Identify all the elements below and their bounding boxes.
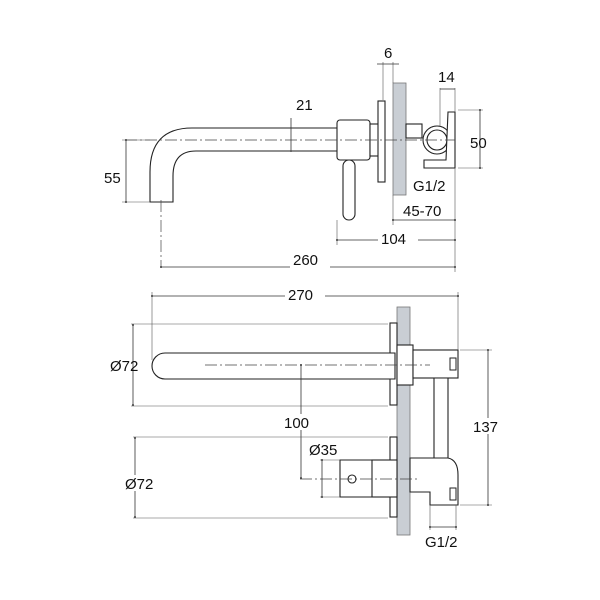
dim-bottom-thread: G1/2 <box>425 534 458 551</box>
spout <box>149 127 341 203</box>
dim-plate-thickness: 6 <box>384 45 392 62</box>
dim-total-length: 270 <box>288 287 313 304</box>
spout <box>151 352 396 380</box>
dim-body-projection: 104 <box>381 231 406 248</box>
upper-outlet <box>449 357 457 371</box>
dim-valve-span: 137 <box>473 419 498 436</box>
wall-section <box>392 82 407 196</box>
dim-handle-diameter: Ø35 <box>309 442 337 459</box>
dim-valve-height: 50 <box>470 135 487 152</box>
dim-side-thread: G1/2 <box>413 178 446 195</box>
dim-lower-plate-diameter: Ø72 <box>125 476 153 493</box>
top-view: 270 Ø72 100 Ø35 Ø72 137 G1/2 <box>110 285 504 551</box>
dim-wall-depth: 45-70 <box>403 203 441 220</box>
handle-base <box>371 459 398 498</box>
wall-section <box>396 306 411 536</box>
lever-handle <box>342 159 356 221</box>
dim-upper-plate-diameter: Ø72 <box>110 358 138 375</box>
dim-center-distance: 100 <box>284 415 309 432</box>
handle <box>339 459 376 498</box>
dim-total-projection: 260 <box>293 252 318 269</box>
riser-pipe <box>433 377 449 469</box>
escutcheon-plate <box>377 100 386 183</box>
lower-inlet <box>449 487 457 501</box>
dim-spout-height: 55 <box>104 170 121 187</box>
side-view: 6 14 50 21 55 G1/2 45-70 104 260 <box>104 45 487 272</box>
lower-valve-body <box>409 457 459 506</box>
connector <box>405 123 423 139</box>
dim-valve-offset: 14 <box>438 69 455 86</box>
dim-spout-diameter: 21 <box>296 97 313 114</box>
